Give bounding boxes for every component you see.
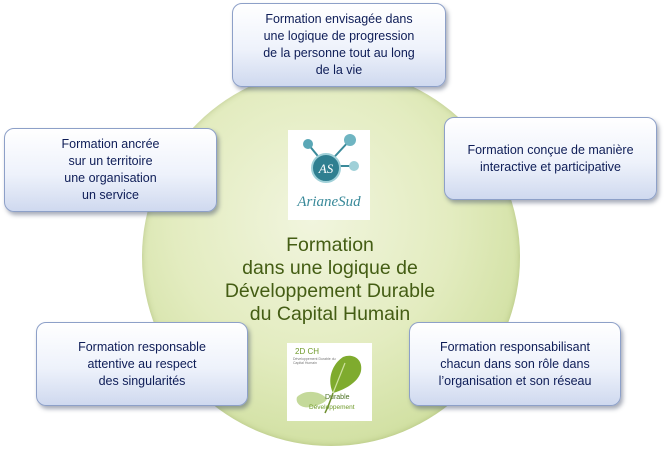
card-territoire: Formation ancrée sur un territoire une o… [4,128,217,212]
molecule-icon: AS [303,134,359,183]
center-title: Formation dans une logique de Développem… [200,234,460,326]
center-title-line-2: dans une logique de [242,257,418,279]
center-title-line-3: Développement Durable [224,280,436,302]
card-responsabilisant: Formation responsabilisant chacun dans s… [409,322,621,406]
card-interactive-text: Formation conçue de manière interactive … [467,142,634,174]
dch-logo: 2D CH Développement Durable du Capital H… [287,343,372,421]
center-title-line-4: du Capital Humain [249,303,411,325]
dch-small-text: Développement Durable du Capital Humain [293,357,336,365]
card-progression-text: Formation envisagée dans une logique de … [263,12,415,77]
ariane-brand-text: ArianeSud [297,194,361,210]
ariane-monogram: AS [318,161,334,176]
dch-developpement: Développement [309,404,355,411]
ariane-sud-logo: AS ArianeSud [288,130,370,220]
dch-code: 2D CH [295,347,320,356]
center-title-line-1: Formation [286,234,374,256]
ginkgo-leaf-icon [296,355,362,414]
dch-durable: Durable [325,394,350,401]
card-progression: Formation envisagée dans une logique de … [232,3,446,87]
card-responsabilisant-text: Formation responsabilisant chacun dans s… [438,339,592,388]
card-territoire-text: Formation ancrée sur un territoire une o… [61,137,160,202]
card-responsable: Formation responsable attentive au respe… [36,322,248,406]
card-interactive: Formation conçue de manière interactive … [444,117,657,200]
card-responsable-text: Formation responsable attentive au respe… [78,339,206,388]
